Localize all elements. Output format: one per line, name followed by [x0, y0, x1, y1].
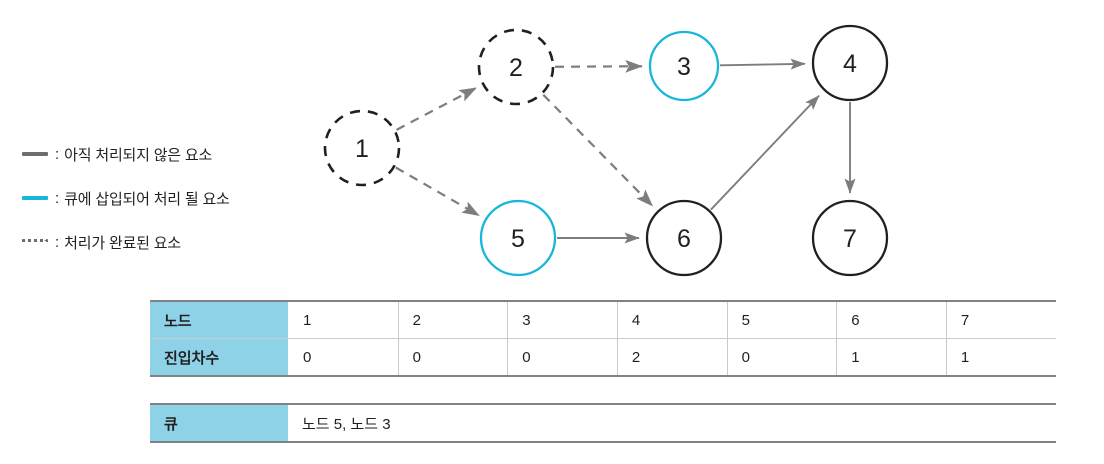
graph-edge-1-to-5: [395, 166, 480, 217]
graph-edge-3-to-4: [719, 58, 806, 70]
cell-indegree-4: 2: [616, 338, 728, 377]
cell-indegree-7: 1: [945, 338, 1056, 377]
table-row-node: 노드 1 2 3 4 5 6 7: [150, 300, 1056, 339]
graph-node-3[interactable]: 3: [648, 30, 720, 102]
row-header-queue: 큐: [150, 403, 288, 443]
node-label-5: 5: [511, 225, 525, 253]
legend-item-queued: : 큐에 삽입되어 처리 될 요소: [22, 176, 322, 220]
node-label-2: 2: [509, 54, 523, 82]
graph-node-4[interactable]: 4: [811, 24, 889, 102]
node-circle-2: [477, 28, 555, 106]
solid-cyan-line-icon: [22, 191, 48, 205]
node-label-7: 7: [843, 225, 857, 253]
cell-indegree-5: 0: [726, 338, 838, 377]
graph-node-7[interactable]: 7: [811, 199, 889, 277]
cell-node-6: 6: [836, 300, 947, 339]
dotted-gray-line-icon: [22, 235, 48, 249]
legend-label-completed: 처리가 완료된 요소: [64, 234, 181, 252]
legend-label-unprocessed: 아직 처리되지 않은 요소: [64, 146, 213, 164]
graph-node-2[interactable]: 2: [477, 28, 555, 106]
graph-edge-1-to-2: [396, 86, 477, 131]
solid-gray-line-icon: [22, 147, 48, 161]
node-label-4: 4: [843, 50, 857, 78]
graph-node-6[interactable]: 6: [645, 199, 723, 277]
cell-node-1: 1: [288, 300, 399, 339]
cell-node-7: 7: [945, 300, 1056, 339]
node-circle-3: [648, 30, 720, 102]
graph-edge-6-to-4: [710, 94, 820, 211]
graph-diagram: 1 2 3 4 5 6 7: [323, 24, 889, 277]
cell-indegree-3: 0: [507, 338, 618, 377]
legend-item-unprocessed: : 아직 처리되지 않은 요소: [22, 132, 322, 176]
cell-node-3: 3: [507, 300, 618, 339]
node-circle-6: [645, 199, 723, 277]
indegree-table: 노드 1 2 3 4 5 6 7 진입차수 0 0 0 2 0 1 1: [150, 300, 1056, 377]
table-row-queue: 큐 노드 5, 노드 3: [150, 403, 1056, 443]
cell-indegree-6: 1: [836, 338, 947, 377]
graph-node-1[interactable]: 1: [323, 109, 401, 187]
cell-node-2: 2: [397, 300, 509, 339]
legend-separator: :: [55, 189, 60, 207]
graph-nodes: 1 2 3 4 5 6 7: [323, 24, 889, 277]
cell-indegree-1: 0: [288, 338, 399, 377]
row-header-node: 노드: [150, 300, 289, 339]
graph-edges: [395, 58, 856, 244]
queue-table: 큐 노드 5, 노드 3: [150, 403, 1056, 443]
node-circle-5: [479, 199, 557, 277]
graph-edge-2-to-3: [554, 59, 643, 73]
cell-node-5: 5: [726, 300, 838, 339]
legend-label-queued: 큐에 삽입되어 처리 될 요소: [64, 190, 230, 208]
legend-separator: :: [55, 145, 60, 163]
node-label-3: 3: [677, 53, 691, 81]
node-label-1: 1: [355, 135, 369, 163]
node-circle-1: [323, 109, 401, 187]
row-header-indegree: 진입차수: [150, 338, 289, 377]
legend: : 아직 처리되지 않은 요소 : 큐에 삽입되어 처리 될 요소 : 처리가 …: [22, 132, 322, 264]
legend-item-completed: : 처리가 완료된 요소: [22, 220, 322, 264]
node-circle-7: [811, 199, 889, 277]
cell-node-4: 4: [616, 300, 728, 339]
graph-node-5[interactable]: 5: [479, 199, 557, 277]
cell-indegree-2: 0: [397, 338, 509, 377]
legend-separator: :: [55, 233, 60, 251]
cell-queue-value: 노드 5, 노드 3: [288, 403, 1056, 443]
table-row-indegree: 진입차수 0 0 0 2 0 1 1: [150, 338, 1056, 377]
node-label-6: 6: [677, 225, 691, 253]
node-circle-4: [811, 24, 889, 102]
graph-edge-2-to-6: [542, 94, 654, 207]
